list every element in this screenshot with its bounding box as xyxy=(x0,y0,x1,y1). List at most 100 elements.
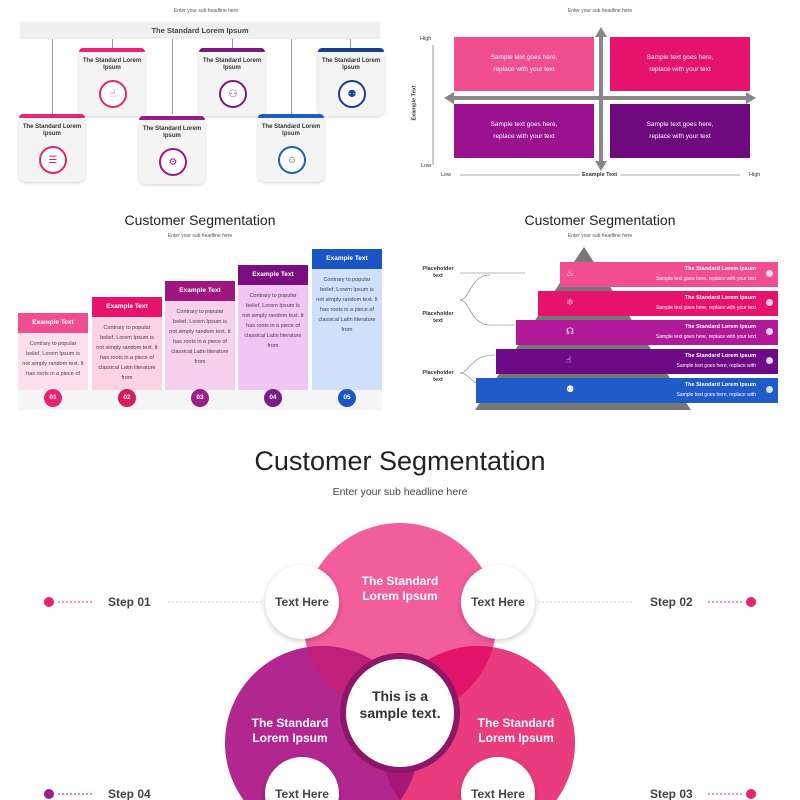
step-dot xyxy=(746,789,756,799)
matrix-box-line2: replace with your text xyxy=(493,66,555,73)
matrix-box[interactable]: Sample text goes here, replace with your… xyxy=(454,37,594,91)
venn-diagram xyxy=(44,523,756,800)
network-icon: ⚛ xyxy=(566,297,575,307)
text-here-circle[interactable]: Text Here xyxy=(461,565,535,639)
arrow-down-icon xyxy=(595,161,607,171)
step-head: Example Text xyxy=(18,313,88,333)
bullet-dot xyxy=(766,270,773,277)
bullet-dot xyxy=(766,386,773,393)
matrix-box-line1: Sample text goes here, xyxy=(490,54,558,61)
slide4-subheadline: Enter your sub headline here xyxy=(567,233,633,239)
band-title: The Standard Lorem Ipsum xyxy=(684,382,756,388)
x-high-label: High xyxy=(749,172,761,178)
matrix-box[interactable]: Sample text goes here, replace with your… xyxy=(610,104,750,158)
fire-icon: ♨ xyxy=(566,268,575,278)
pyramid-band[interactable]: The Standard Lorem Ipsum Sample text goe… xyxy=(496,349,778,374)
org-top-bar: The Standard Lorem Ipsum xyxy=(20,22,380,39)
step-label-03: Step 03 xyxy=(650,787,693,800)
money-icon: ☰ xyxy=(39,146,67,174)
slide3-title: Customer Segmentation xyxy=(124,212,276,228)
venn-center xyxy=(346,659,454,767)
connector-line xyxy=(112,39,113,49)
org-card[interactable]: The Standard Lorem Ipsum ☰ xyxy=(19,114,85,182)
pyramid-placeholder: Placeholder text xyxy=(422,370,454,383)
connector-line xyxy=(172,39,173,114)
person-icon: ☺ xyxy=(278,146,306,174)
org-card[interactable]: The Standard Lorem Ipsum ⚙ xyxy=(139,116,205,184)
step-number: 01 xyxy=(44,389,62,407)
band-text: Sample text goes here, replace with xyxy=(676,363,757,369)
venn-left-label: The Standard Lorem Ipsum xyxy=(251,716,329,745)
matrix-box-line1: Sample text goes here, xyxy=(490,121,558,128)
pyramid-band[interactable]: The Standard Lorem Ipsum Sample text goe… xyxy=(560,262,778,287)
org-card[interactable]: The Standard Lorem Ipsum ⚇ xyxy=(199,48,265,116)
matrix-box[interactable]: Sample text goes here, replace with your… xyxy=(610,37,750,91)
card-tab xyxy=(318,48,384,52)
connector-line xyxy=(52,39,53,114)
slide2-subheadline: Enter your sub headline here xyxy=(567,8,633,14)
step-head: Example Text xyxy=(238,265,308,285)
band-title: The Standard Lorem Ipsum xyxy=(684,353,756,359)
band-text: Sample text goes here, replace with your… xyxy=(655,305,756,311)
pyramid-band[interactable]: The Standard Lorem Ipsum Sample text goe… xyxy=(538,291,778,316)
arrow-right-icon xyxy=(746,92,756,104)
step-number: 05 xyxy=(338,389,356,407)
pyramid-band[interactable]: The Standard Lorem Ipsum Sample text goe… xyxy=(476,378,778,403)
step-body: Contrary to popular belief, Lorem Ipsum … xyxy=(312,269,382,410)
step-dot xyxy=(44,597,54,607)
matrix-box-line2: replace with your text xyxy=(649,133,711,140)
matrix-box-line1: Sample text goes here, xyxy=(646,54,714,61)
step-dot xyxy=(44,789,54,799)
matrix-box-line1: Sample text goes here, xyxy=(646,121,714,128)
step-head: Example Text xyxy=(165,281,235,301)
connector-line xyxy=(232,39,233,49)
y-high-label: High xyxy=(420,36,432,42)
step-label-02: Step 02 xyxy=(650,595,693,609)
band-text: Sample text goes here, replace with xyxy=(676,392,757,398)
org-card-label: The Standard Lorem Ipsum xyxy=(22,124,82,137)
pyramid-placeholder: Placeholder text xyxy=(422,311,454,324)
band-title: The Standard Lorem Ipsum xyxy=(684,324,756,330)
connector-line xyxy=(350,39,351,49)
page-title: Customer Segmentation xyxy=(254,446,546,476)
matrix-box-line2: replace with your text xyxy=(649,66,711,73)
org-card-label: The Standard Lorem Ipsum xyxy=(261,124,321,137)
venn-right-label: The Standard Lorem Ipsum xyxy=(477,716,555,745)
team-icon: ⚉ xyxy=(338,80,366,108)
step-label-04: Step 04 xyxy=(108,787,151,800)
bullet-dot xyxy=(766,299,773,306)
card-tab xyxy=(139,116,205,120)
venn-center-text: This is a sample text. xyxy=(359,688,441,721)
x-low-label: Low xyxy=(441,172,452,178)
connector-line xyxy=(459,299,515,326)
text-here-circle[interactable]: Text Here xyxy=(265,565,339,639)
pyramid-placeholder: Placeholder text xyxy=(422,266,454,279)
connector-line xyxy=(459,274,491,301)
matrix-axes xyxy=(432,27,756,176)
step-column[interactable]: Example Text Contrary to popular belief,… xyxy=(312,249,382,410)
arrow-up-icon xyxy=(595,27,607,37)
step-dot xyxy=(746,597,756,607)
band-text: Sample text goes here, replace with your… xyxy=(655,334,756,340)
slide3-subheadline: Enter your sub headline here xyxy=(167,233,233,239)
slide1-subheadline: Enter your sub headline here xyxy=(173,8,239,14)
band-text: Sample text goes here, replace with your… xyxy=(655,276,756,282)
card-tab xyxy=(199,48,265,52)
people-network-icon: ⚇ xyxy=(219,80,247,108)
org-card[interactable]: The Standard Lorem Ipsum ☝ xyxy=(79,48,145,116)
step-number: 02 xyxy=(118,389,136,407)
matrix-box[interactable]: Sample text goes here, replace with your… xyxy=(454,104,594,158)
org-card[interactable]: The Standard Lorem Ipsum ⚉ xyxy=(318,48,384,116)
card-tab xyxy=(19,114,85,118)
org-card[interactable]: The Standard Lorem Ipsum ☺ xyxy=(258,114,324,182)
arrow-left-icon xyxy=(444,92,454,104)
step-head: Example Text xyxy=(312,249,382,269)
bullet-dot xyxy=(766,328,773,335)
connector-line xyxy=(459,354,496,374)
step-head: Example Text xyxy=(92,297,162,317)
pyramid-band[interactable]: The Standard Lorem Ipsum Sample text goe… xyxy=(516,320,778,345)
step-label-01: Step 01 xyxy=(108,595,151,609)
band-title: The Standard Lorem Ipsum xyxy=(684,295,756,301)
gear-head-icon: ⚙ xyxy=(159,148,187,176)
org-card-label: The Standard Lorem Ipsum xyxy=(321,58,381,71)
